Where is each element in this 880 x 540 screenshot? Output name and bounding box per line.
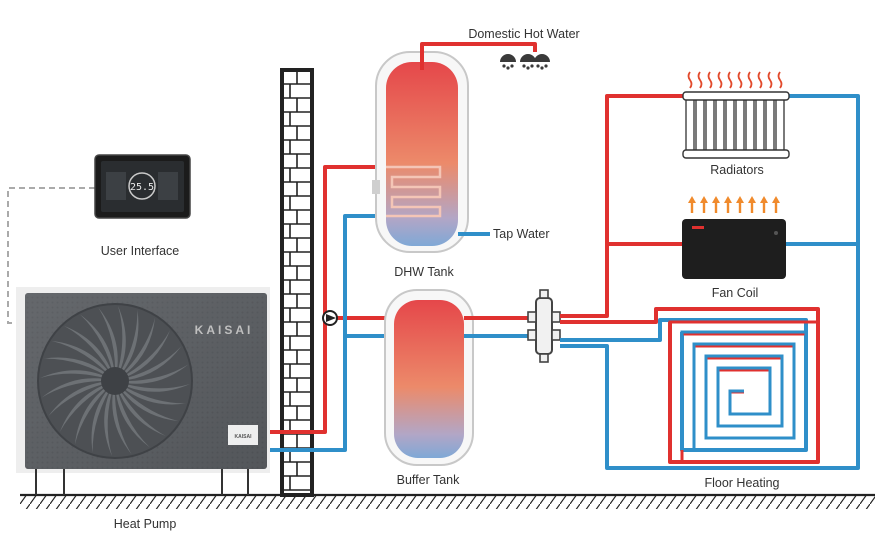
- radiator-fin: [685, 95, 695, 157]
- label-radiators: Radiators: [710, 163, 764, 177]
- radiator-fin: [735, 95, 745, 157]
- label-buffer-tank: Buffer Tank: [397, 473, 461, 487]
- primary-return-pipe: [270, 214, 386, 452]
- heat-arrow-icon: [687, 71, 783, 89]
- user-interface-panel: 25.5: [94, 154, 191, 219]
- shower-icon: [500, 54, 550, 70]
- radiator-fin: [775, 95, 785, 157]
- floor-heating-spiral: [668, 320, 820, 464]
- label-tap-water: Tap Water: [493, 227, 550, 241]
- label-floor-heating: Floor Heating: [704, 476, 779, 490]
- radiator: [682, 91, 790, 159]
- label-fan-coil: Fan Coil: [712, 286, 759, 300]
- label-domestic-hot-water: Domestic Hot Water: [468, 27, 579, 41]
- buffer-tank: [384, 289, 474, 466]
- label-dhw-tank: DHW Tank: [394, 265, 454, 279]
- radiator-fin: [715, 95, 725, 157]
- radiator-fin: [705, 95, 715, 157]
- fan-coil-unit: [682, 219, 786, 279]
- label-user-interface: User Interface: [101, 244, 180, 258]
- ground: [20, 493, 875, 509]
- fan-blade: [43, 357, 115, 381]
- dhw-tank: [372, 51, 469, 253]
- dhw-pipe: [420, 42, 537, 70]
- radiator-fin: [725, 95, 735, 157]
- hydraulic-separator-icon: [527, 289, 561, 363]
- heat-pump-unit: KAISAI KAISAI: [16, 287, 270, 495]
- fan-blade: [104, 381, 115, 456]
- radiator-fin: [695, 95, 705, 157]
- radiator-fin: [745, 95, 755, 157]
- radiator-fin: [765, 95, 775, 157]
- fan-blade: [40, 370, 115, 381]
- display-value: 25.5: [130, 182, 154, 193]
- radiator-fin: [755, 95, 765, 157]
- pump-icon: [322, 310, 338, 326]
- label-heat-pump: Heat Pump: [114, 517, 177, 531]
- heat-arrow-icon: [688, 196, 780, 213]
- fan-blade: [115, 381, 190, 392]
- fan-blade: [115, 381, 187, 405]
- fan-blade: [91, 381, 115, 453]
- unit-badge: KAISAI: [235, 434, 253, 440]
- unit-brand: KAISAI: [195, 323, 254, 337]
- brick-wall: [280, 68, 314, 497]
- fan-blade: [115, 306, 126, 381]
- fan-blade: [115, 309, 139, 381]
